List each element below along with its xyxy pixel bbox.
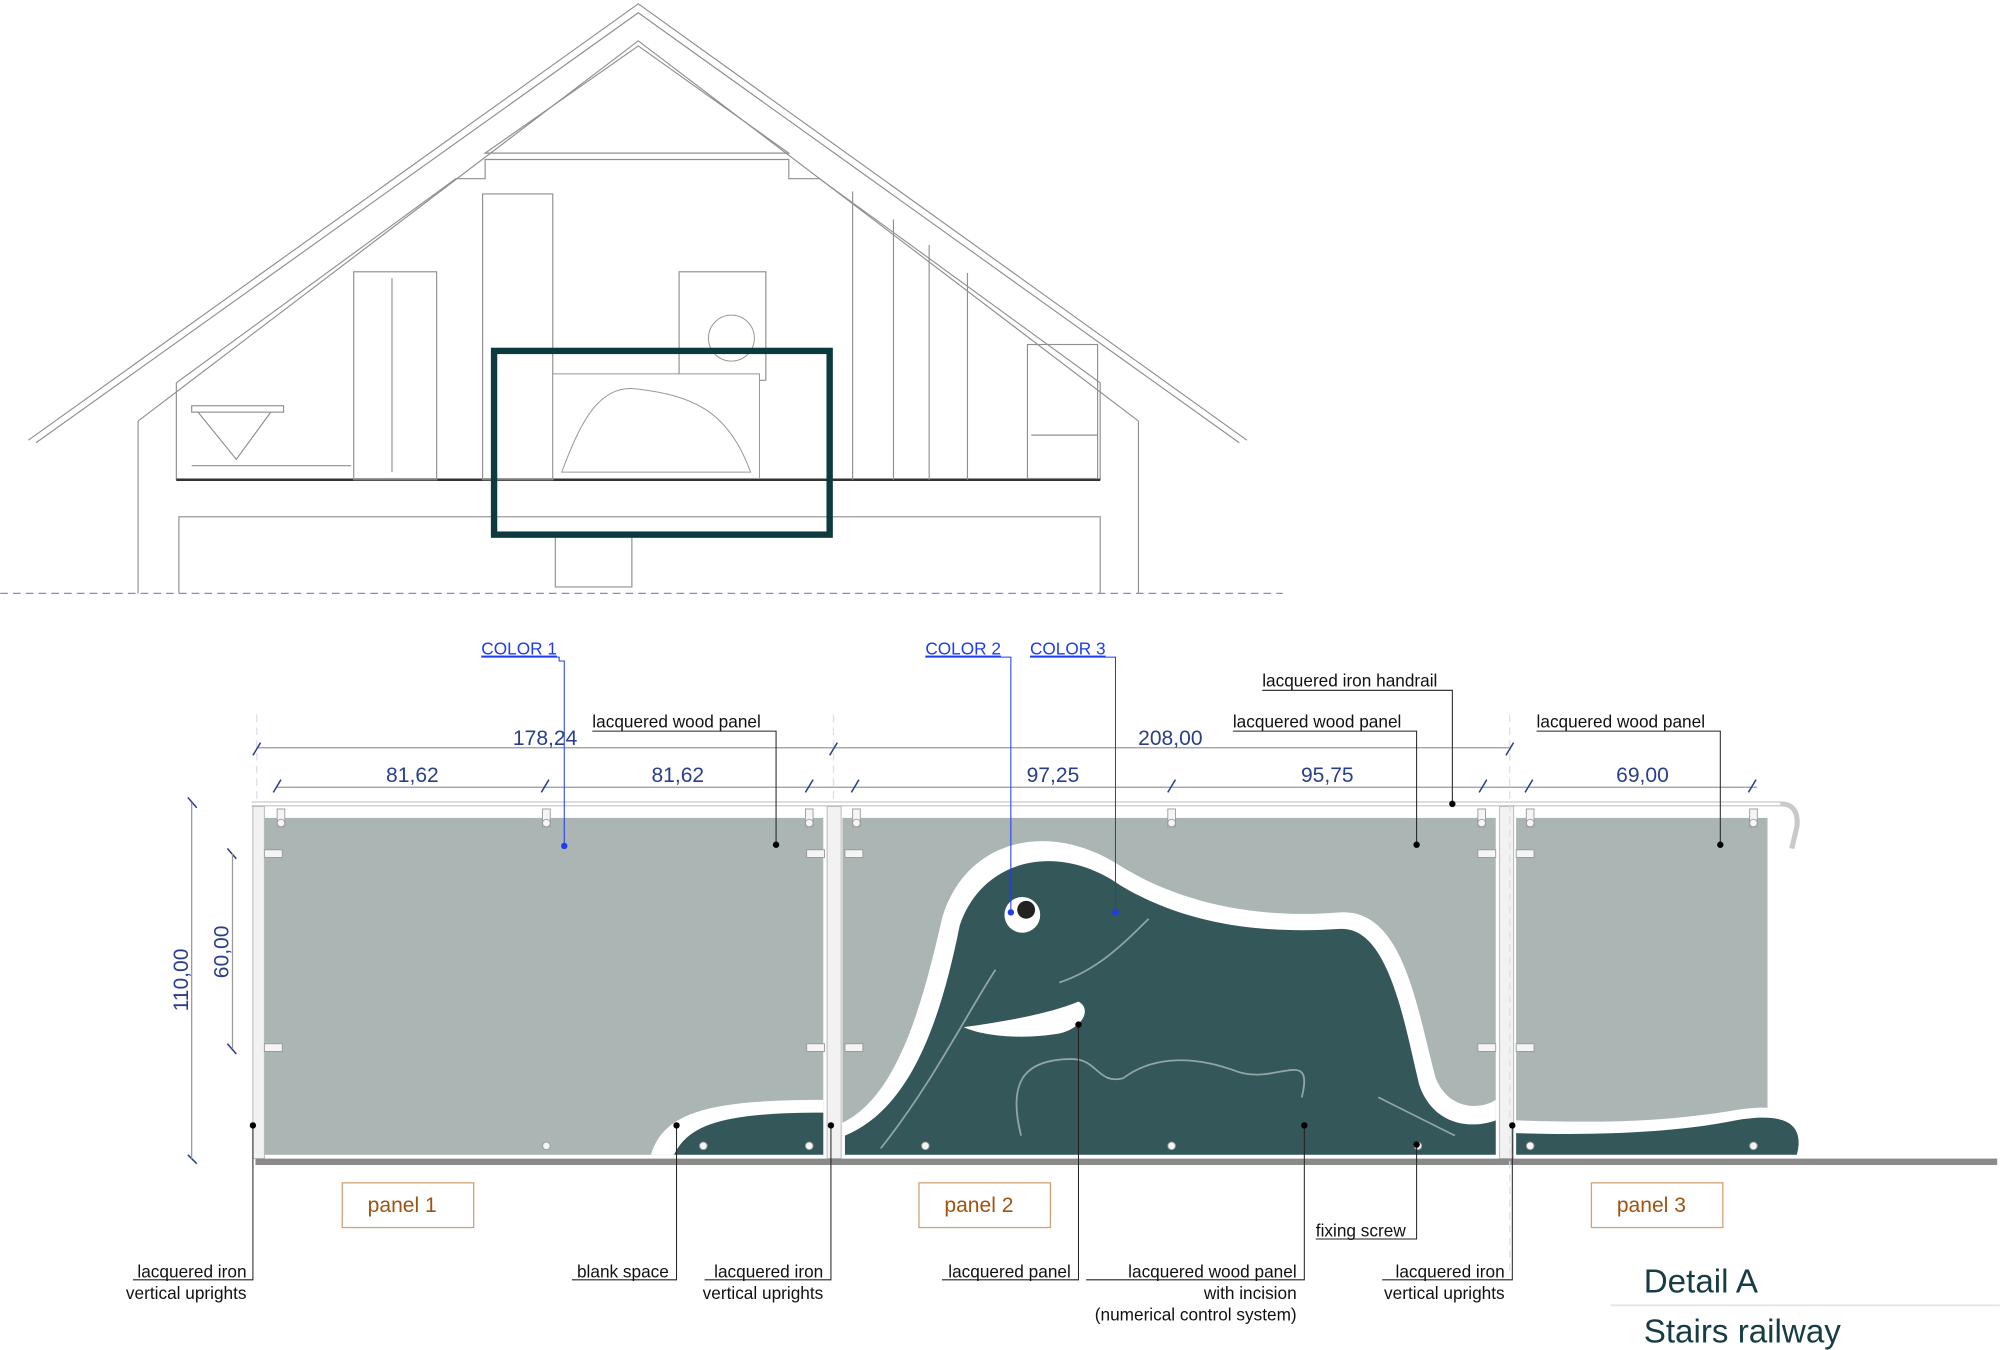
bottom-labels: lacquered iron vertical uprights blank s… xyxy=(126,1021,1516,1325)
label-wood-panel-3: lacquered wood panel xyxy=(1537,711,1706,731)
label-uprights-2-line2: vertical uprights xyxy=(703,1283,824,1303)
detail-subtitle: Stairs railway xyxy=(1644,1313,1842,1350)
label-incision: lacquered wood panel xyxy=(1128,1261,1297,1281)
dimensions: 178,24 208,00 81,62 81,62 97,25 95,75 69… xyxy=(170,714,1758,1276)
color-1-label: COLOR 1 xyxy=(481,639,557,659)
label-wood-panel-2: lacquered wood panel xyxy=(1233,711,1402,731)
detail-title: Detail A xyxy=(1644,1264,1759,1301)
detail-a-highlight-frame xyxy=(490,347,833,538)
label-uprights-3: lacquered iron xyxy=(1396,1261,1505,1281)
label-blank-space: blank space xyxy=(577,1261,669,1281)
label-uprights-2: lacquered iron xyxy=(714,1261,823,1281)
railway-elevation xyxy=(251,801,1998,1165)
panel-3-tag: panel 3 xyxy=(1617,1194,1686,1217)
panel-1-tag: panel 1 xyxy=(368,1194,437,1217)
elephant-tusk xyxy=(963,1001,1085,1037)
label-lacquered-panel: lacquered panel xyxy=(948,1261,1071,1281)
top-labels: lacquered wood panel lacquered iron hand… xyxy=(592,670,1724,848)
house-section xyxy=(0,3,1283,594)
label-uprights-1: lacquered iron xyxy=(137,1261,246,1281)
panel-3-board xyxy=(1516,817,1768,1125)
panel-tags: panel 1 panel 2 panel 3 xyxy=(341,1182,1724,1229)
label-handrail: lacquered iron handrail xyxy=(1262,670,1437,690)
dim-segment: 97,25 xyxy=(1027,764,1080,787)
dim-segment: 81,62 xyxy=(651,764,704,787)
color-2-label: COLOR 2 xyxy=(925,639,1001,659)
title-block: Detail A Stairs railway xyxy=(1610,1264,2000,1350)
handrail xyxy=(251,801,1800,850)
label-uprights-1-line2: vertical uprights xyxy=(126,1283,247,1303)
label-incision-line2: with incision xyxy=(1203,1283,1297,1303)
color-3-label: COLOR 3 xyxy=(1030,639,1106,659)
color-callouts: COLOR 1 COLOR 2 COLOR 3 xyxy=(481,639,1119,916)
dim-total-left: 178,24 xyxy=(513,727,578,750)
dim-segment: 69,00 xyxy=(1616,764,1669,787)
panel-1-board xyxy=(264,817,824,1155)
label-incision-line3: (numerical control system) xyxy=(1095,1305,1297,1325)
dim-total-right: 208,00 xyxy=(1138,727,1202,750)
dim-height-panel: 60,00 xyxy=(211,926,234,979)
dim-segment: 95,75 xyxy=(1301,764,1354,787)
dim-segment: 81,62 xyxy=(386,764,439,787)
panel-2-tag: panel 2 xyxy=(944,1194,1013,1217)
dim-height-total: 110,00 xyxy=(170,949,193,1012)
label-wood-panel-1: lacquered wood panel xyxy=(592,711,761,731)
label-uprights-3-line2: vertical uprights xyxy=(1384,1283,1505,1303)
label-fixing-screw: fixing screw xyxy=(1316,1220,1407,1240)
